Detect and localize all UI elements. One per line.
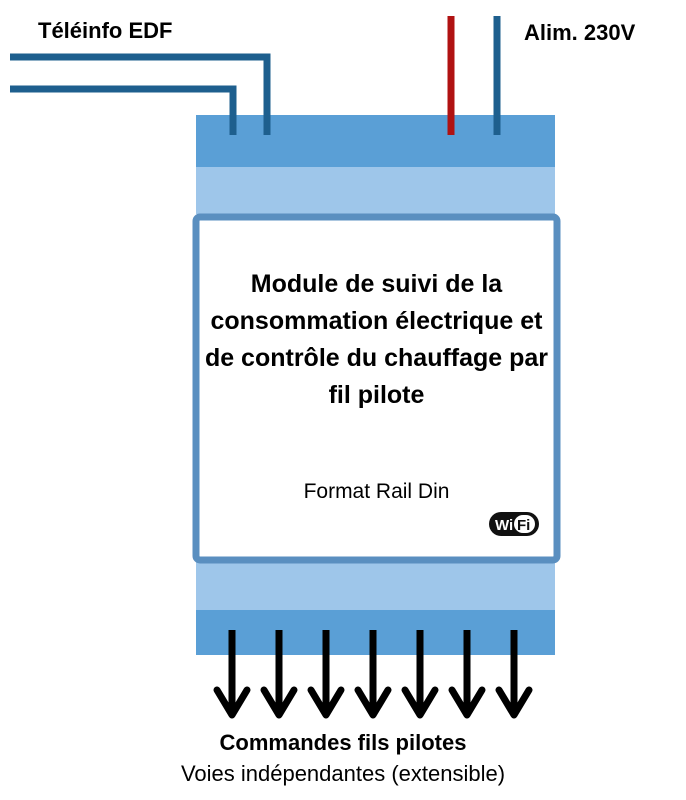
power-supply-label: Alim. 230V: [524, 20, 636, 45]
output-arrow: [401, 630, 439, 719]
svg-text:Fi: Fi: [517, 517, 530, 534]
teleinfo-wire-2: [10, 85, 237, 135]
wifi-icon: Wi Fi: [489, 512, 539, 536]
teleinfo-label: Téléinfo EDF: [38, 18, 173, 43]
module-frame: [192, 213, 561, 564]
output-arrow: [260, 630, 298, 719]
commands-title: Commandes fils pilotes: [219, 730, 467, 755]
top-terminal-band: [196, 115, 555, 167]
teleinfo-wire-1: [10, 53, 271, 135]
output-arrows: [213, 630, 533, 719]
top-light-band: [196, 167, 555, 214]
commands-subtitle: Voies indépendantes (extensible): [180, 761, 506, 786]
output-arrow: [495, 630, 533, 719]
svg-text:Wi: Wi: [495, 517, 513, 534]
output-arrow: [307, 630, 345, 719]
output-arrow: [448, 630, 486, 719]
bottom-light-band: [196, 560, 555, 610]
output-arrow: [354, 630, 392, 719]
output-arrow: [213, 630, 251, 719]
module-format: Format Rail Din: [303, 480, 450, 503]
module-title: Module de suivi de la consommation élect…: [204, 270, 549, 409]
